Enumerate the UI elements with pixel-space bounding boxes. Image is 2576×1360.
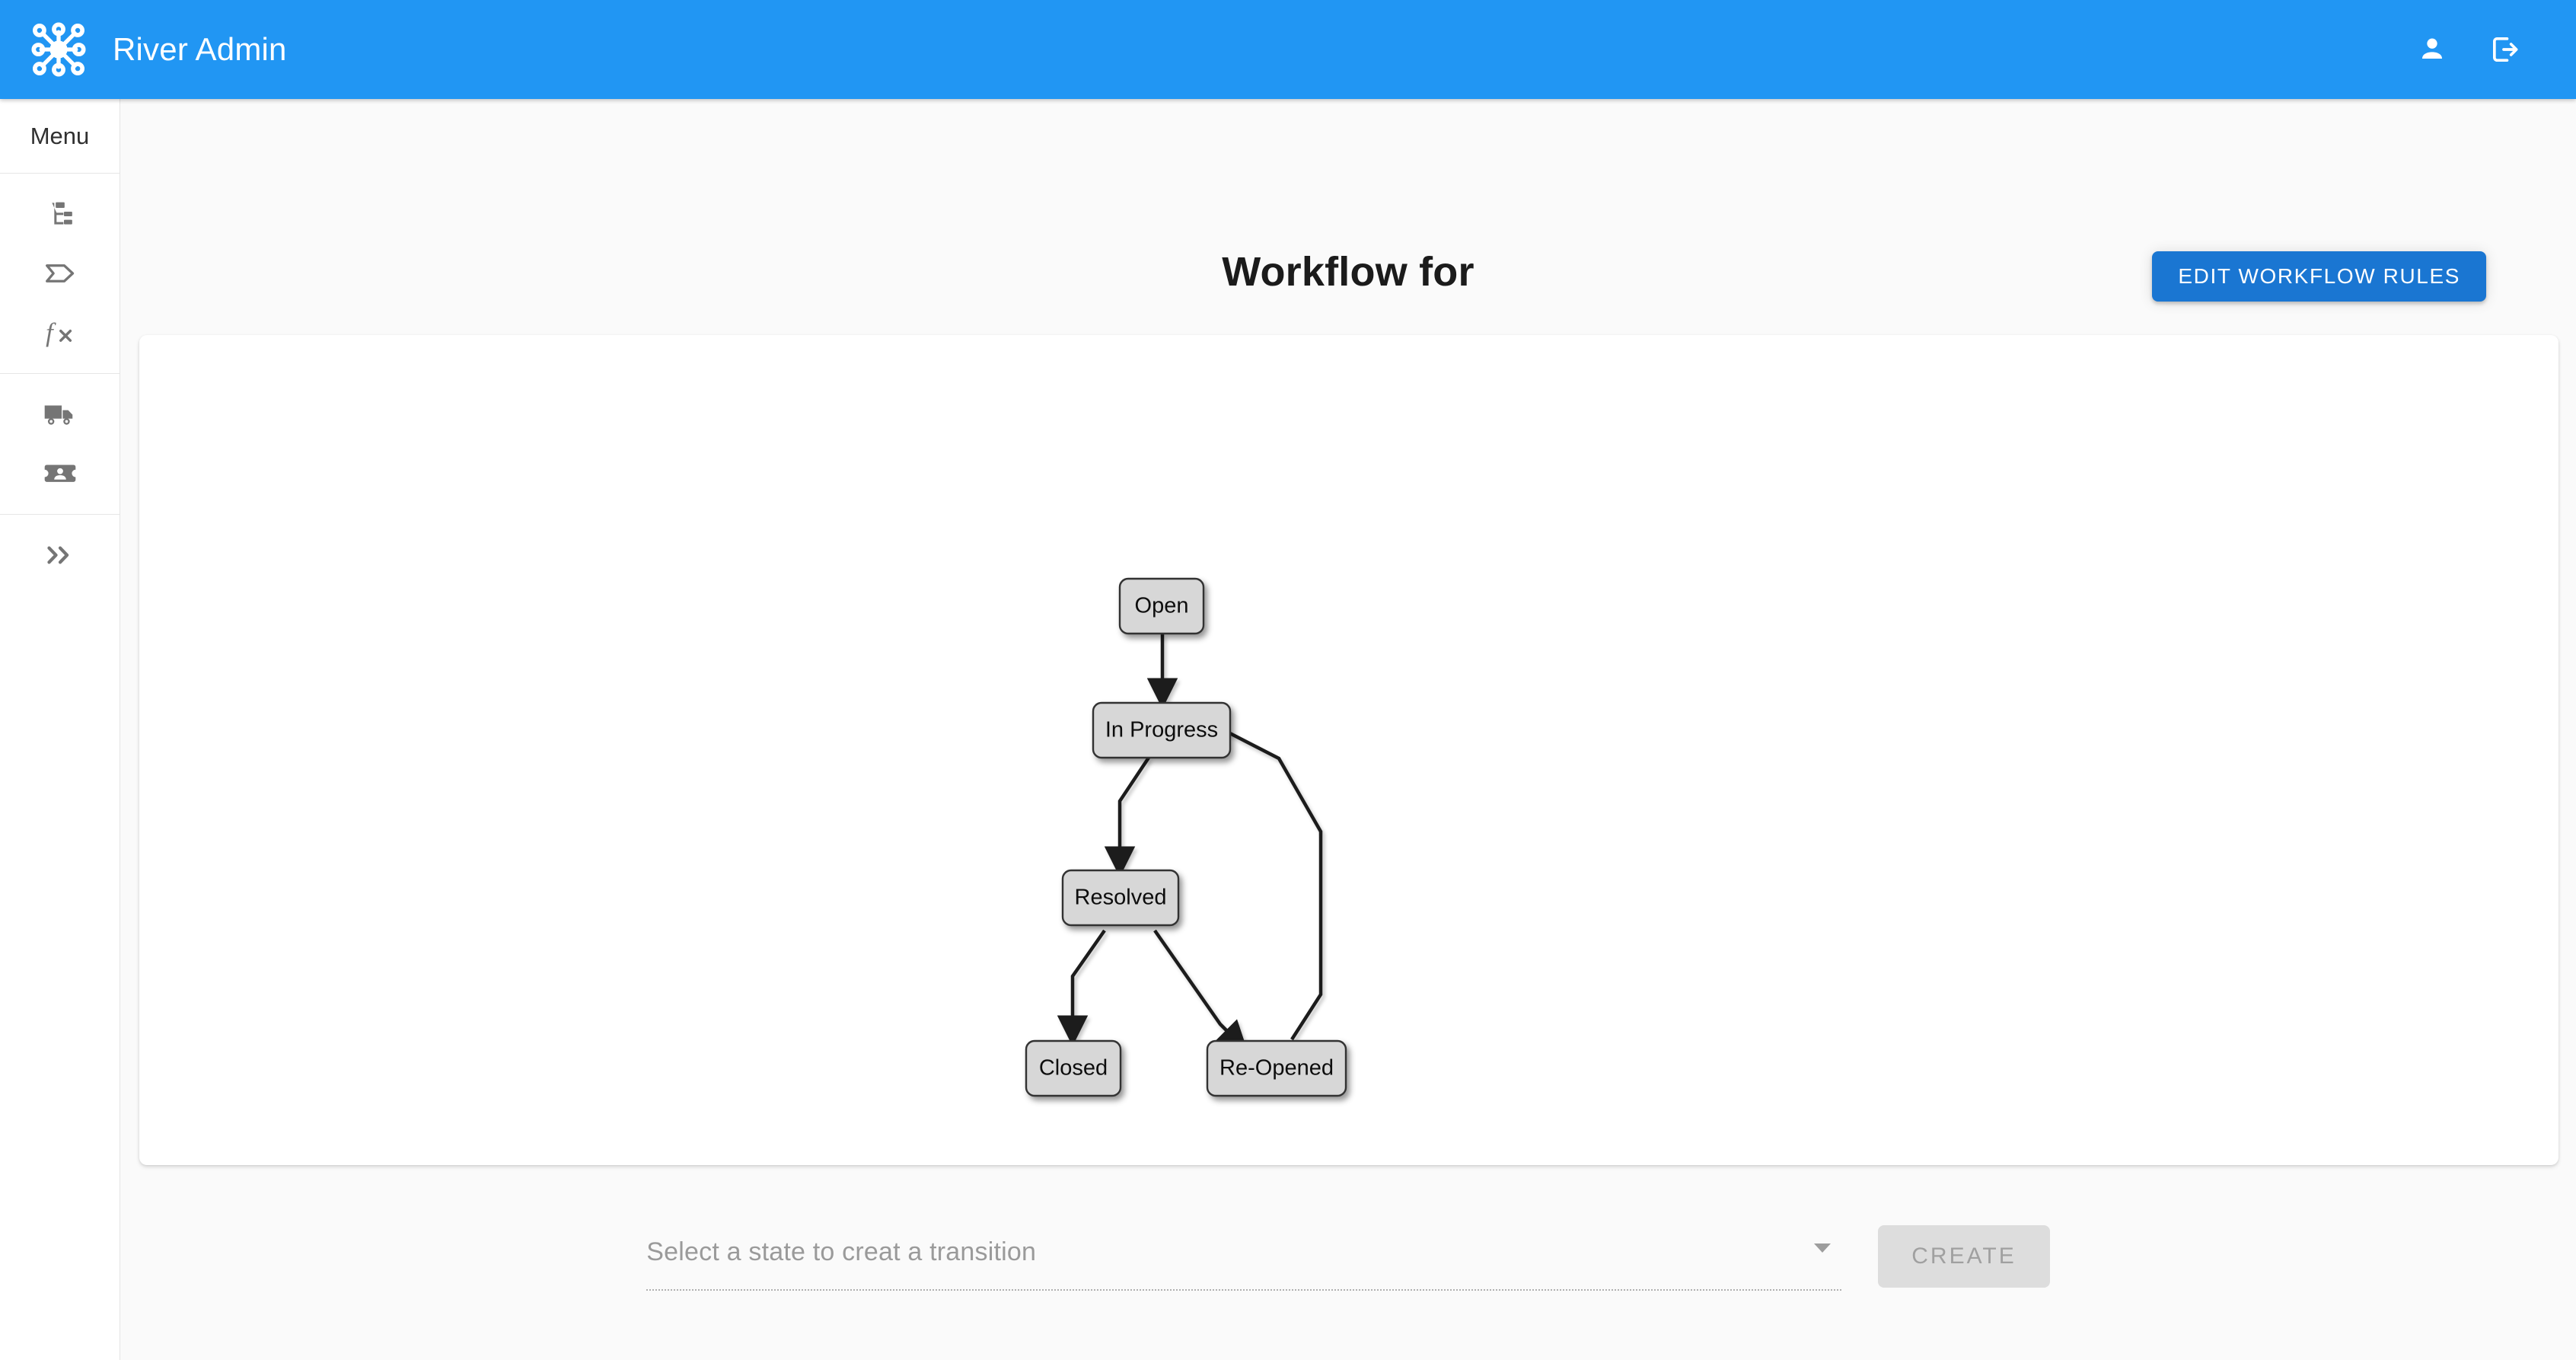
function-fx-icon: f <box>43 317 77 349</box>
main-content: Workflow for river_admin_issue_tracker_e… <box>120 99 2576 1360</box>
edge-resolved-to-closed[interactable] <box>1057 929 1106 1046</box>
create-transition-button[interactable]: CREATE <box>1878 1225 2050 1288</box>
workflow-node-label: Re-Opened <box>1219 1056 1334 1081</box>
contact-card-icon <box>44 465 75 482</box>
sidebar-item-transitions[interactable] <box>0 244 120 303</box>
edit-workflow-rules-button[interactable]: EDIT WORKFLOW RULES <box>2152 251 2486 302</box>
network-hub-icon <box>31 22 86 77</box>
workflow-node-label: Resolved <box>1075 886 1167 910</box>
sidebar-expand-button[interactable] <box>0 525 120 585</box>
sidebar-divider <box>0 514 120 515</box>
truck-icon <box>44 405 72 425</box>
sidebar-item-functions[interactable]: f <box>0 303 120 362</box>
sidebar-group-secondary <box>0 374 120 514</box>
sidebar-divider <box>0 373 120 374</box>
sidebar-item-workflows[interactable] <box>0 184 120 244</box>
workflow-graph[interactable]: Open In Progress Resolved Closed Re-Open <box>139 335 2558 1165</box>
state-select[interactable]: Select a state to creat a transition <box>646 1222 1842 1304</box>
create-transition-form: Select a state to creat a transition CRE… <box>120 1222 2576 1304</box>
app-logo[interactable] <box>17 0 100 99</box>
workflow-edges <box>1057 634 1323 1052</box>
workflow-node-open[interactable]: Open <box>1118 577 1205 635</box>
account-tree-icon <box>45 199 75 229</box>
workflow-nodes: Open In Progress Resolved Closed Re-Open <box>1025 577 1347 1097</box>
brand-title: River Admin <box>113 31 287 67</box>
sidebar-header: Menu <box>30 122 90 149</box>
sidebar-group-primary: f <box>0 174 120 373</box>
edge-resolved-to-re-opened[interactable] <box>1153 929 1248 1052</box>
workflow-graph-card[interactable]: Open In Progress Resolved Closed Re-Open <box>139 335 2558 1165</box>
transition-arrow-icon <box>43 258 77 289</box>
app-header: River Admin <box>0 0 2576 99</box>
workflow-node-label: Closed <box>1039 1056 1108 1081</box>
edge-in-progress-to-resolved[interactable] <box>1104 756 1150 877</box>
workflow-node-label: In Progress <box>1105 718 1218 742</box>
workflow-node-re-opened[interactable]: Re-Opened <box>1206 1039 1347 1097</box>
sidebar: Menu f <box>0 99 120 1360</box>
sidebar-item-tickets[interactable] <box>0 444 120 503</box>
account-icon <box>2422 38 2442 59</box>
logout-button[interactable] <box>2480 24 2530 75</box>
account-button[interactable] <box>2407 24 2457 75</box>
chevron-double-right-icon <box>46 546 69 564</box>
page-title: Workflow for <box>1222 249 1475 295</box>
workflow-node-resolved[interactable]: Resolved <box>1061 869 1180 927</box>
sidebar-item-shipping[interactable] <box>0 385 120 444</box>
appbar-actions <box>2407 24 2530 75</box>
select-underline <box>646 1289 1842 1291</box>
workflow-node-label: Open <box>1135 594 1189 618</box>
sidebar-group-expand <box>0 515 120 595</box>
chevron-down-icon[interactable] <box>1814 1243 1832 1253</box>
logout-icon <box>2493 37 2518 62</box>
svg-text:f: f <box>46 318 56 347</box>
workflow-node-closed[interactable]: Closed <box>1025 1039 1122 1097</box>
sidebar-divider <box>0 173 120 174</box>
state-select-placeholder: Select a state to creat a transition <box>646 1237 1037 1266</box>
workflow-node-in-progress[interactable]: In Progress <box>1092 701 1232 759</box>
edge-re-opened-to-in-progress[interactable] <box>1189 712 1323 1041</box>
